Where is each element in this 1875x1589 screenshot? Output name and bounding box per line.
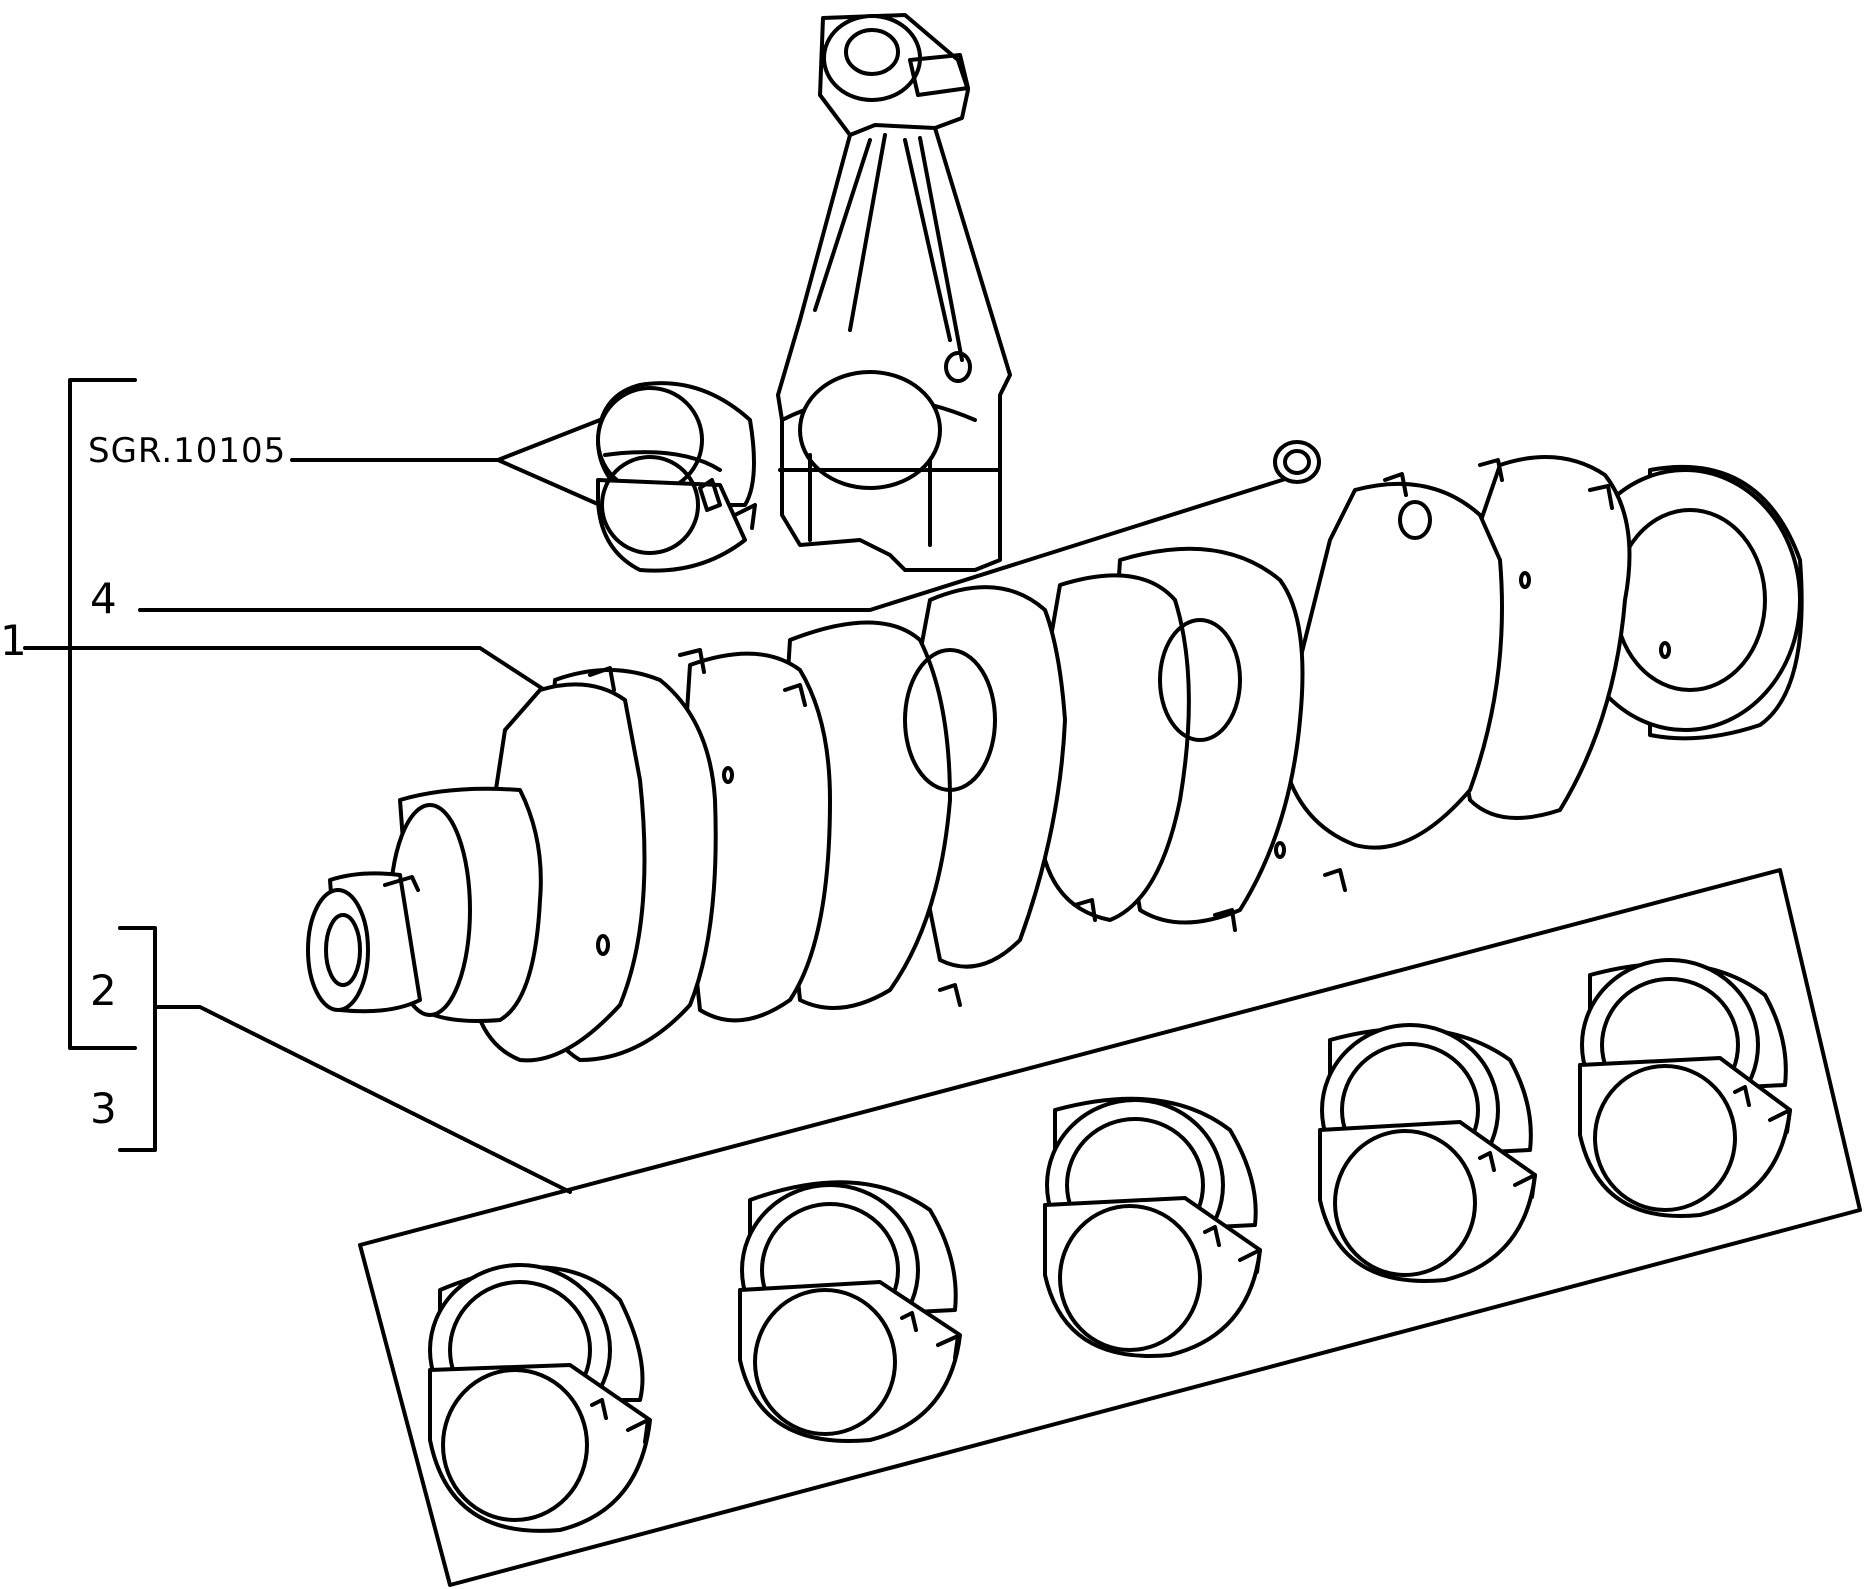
connecting-rod bbox=[776, 13, 1012, 572]
main-bearing-shell-5 bbox=[1578, 958, 1792, 1218]
connecting-rod-bearing-shells bbox=[596, 381, 757, 573]
callout-item-3: 3 bbox=[90, 1084, 117, 1133]
bracket-group-1 bbox=[23, 378, 562, 1050]
main-bearing-shell-1 bbox=[428, 1263, 652, 1533]
main-bearing-shells bbox=[428, 958, 1792, 1533]
crankshaft bbox=[306, 455, 1804, 1063]
leader-item-4 bbox=[138, 473, 1300, 612]
main-bearing-shell-3 bbox=[1043, 1096, 1262, 1358]
main-bearing-tray bbox=[358, 868, 1862, 1587]
callout-item-1: 1 bbox=[0, 616, 27, 665]
reference-code-label: SGR.10105 bbox=[88, 431, 287, 471]
leader-ref-code bbox=[290, 418, 602, 507]
callout-item-2: 2 bbox=[90, 966, 117, 1015]
bracket-group-2-3 bbox=[118, 926, 572, 1194]
crankshaft-plug bbox=[1273, 440, 1321, 484]
main-bearing-shell-4 bbox=[1318, 1023, 1537, 1283]
main-bearing-shell-2 bbox=[738, 1180, 962, 1443]
callout-item-4: 4 bbox=[90, 574, 117, 623]
